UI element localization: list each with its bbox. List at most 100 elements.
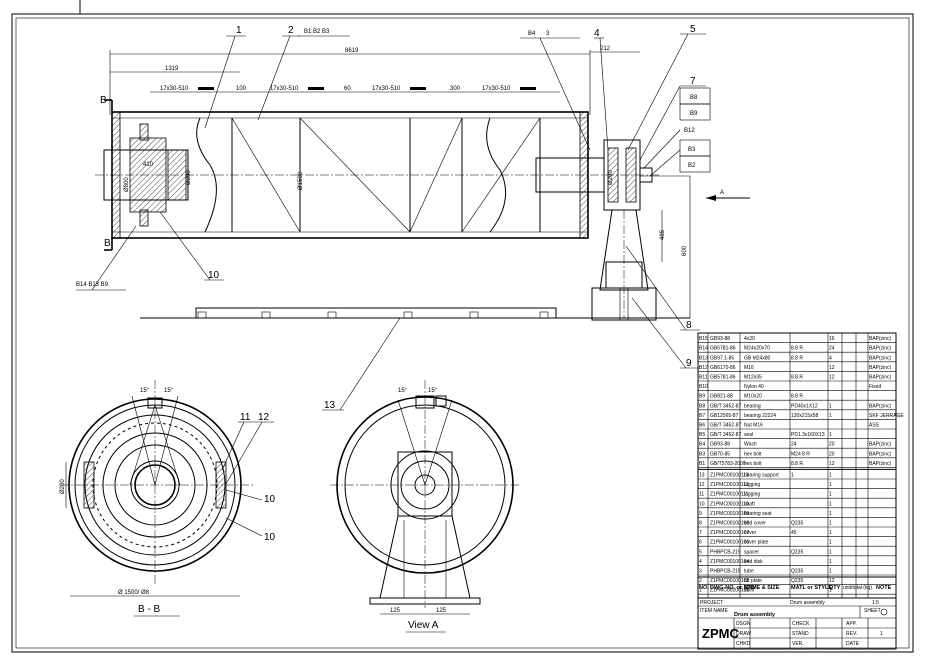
bom-part-cell: 1	[829, 482, 832, 488]
bom-part-cell: end disk	[744, 559, 763, 565]
bom-part-cell: 2	[699, 578, 702, 584]
bom-std-cell: hex bolt	[744, 461, 762, 467]
bom-std-cell: 4x20	[744, 336, 755, 342]
bom-header-no: NO.	[699, 585, 709, 591]
dim-left: 1319	[165, 66, 179, 72]
bom-std-cell: B13	[699, 355, 708, 361]
tb-check: CHKD	[736, 641, 751, 647]
bom-part-cell: Z1PMC00100102	[710, 578, 749, 584]
bom-part-cell: Z1PMC00100104	[710, 559, 749, 565]
bom-std-cell: B7	[699, 413, 705, 419]
bom-std-cell: PD1.3x160X13	[791, 432, 825, 438]
bom-part-cell: 1	[829, 549, 832, 555]
tb-draw: DRAW	[736, 631, 751, 637]
dim-ang1: 15°	[140, 388, 150, 394]
tb-date-label: DATE	[846, 641, 860, 647]
bom-std-cell: Nut M16	[744, 423, 763, 429]
bom-part-cell: spacer	[744, 549, 759, 555]
bom-std-cell: GB/T 3452-87	[710, 432, 742, 438]
bom-std-cell: BAP(zinc)	[869, 336, 892, 342]
callout-9: 9	[686, 358, 692, 369]
bom-part-cell: Z1PMC00100107	[710, 530, 749, 536]
bom-header-note: NOTE	[876, 585, 892, 591]
bom-std-cell: GB M24x80	[744, 355, 771, 361]
callout-10: 10	[208, 270, 220, 281]
bom-part-cell: shaft	[744, 501, 755, 507]
callout-1: 1	[236, 25, 242, 36]
bom-std-cell: BAP(zinc)	[869, 346, 892, 352]
bom-std-cell: PD40x1X12	[791, 403, 818, 409]
bom-part-cell: Z1PMC00100109	[710, 511, 749, 517]
dim-bb-circle: Ø 1500/ Ø8	[118, 590, 150, 596]
bom-part-cell: PHBPCB-215	[710, 549, 741, 555]
bom-part-cell: 1	[829, 511, 832, 517]
bom-std-cell: GB12565-87	[710, 413, 739, 419]
bom-part-cell: 12	[699, 482, 705, 488]
bom-std-cell: BAP(zinc)	[869, 365, 892, 371]
bom-part-cell: 4	[699, 559, 702, 565]
dim-v1: 485	[660, 229, 666, 240]
sheet-border	[11, 0, 914, 653]
bom-part-cell: Z1PMC00100101	[710, 588, 749, 594]
bom-std-cell: GB/T 3452-87	[710, 423, 742, 429]
bom-part-cell: 11	[699, 492, 704, 498]
tb-appr: APP.	[846, 621, 857, 627]
bom-std-cell: 16	[829, 336, 835, 342]
bom-std-cell: Fixed	[869, 384, 881, 390]
tb-sheet-label: SHEET	[864, 608, 881, 614]
bom-part-cell: 1	[829, 540, 832, 546]
bom-std-cell: GB/T 3452-87	[710, 403, 742, 409]
bom-std-cell: GB5781-86	[710, 346, 736, 352]
bom-std-cell: GB821-88	[710, 394, 733, 400]
bom-part-cell: Q235	[791, 549, 803, 555]
bom-std-cell: 8.8 R	[791, 461, 803, 467]
callout-8: 8	[686, 320, 692, 331]
bom-part-cell: 8	[699, 521, 702, 527]
tb-item-name-2: Drum assembly	[790, 600, 825, 606]
bom-header-matl: MATL or STYLE	[791, 585, 832, 591]
callout-12: 12	[258, 412, 270, 423]
bom-part-cell: 10	[699, 501, 705, 507]
bom-std-cell: B15	[699, 336, 708, 342]
dim-va-w2: 125	[436, 608, 447, 614]
bom-part-cell: cover plate	[744, 540, 769, 546]
bom-std-cell: 120x215x58	[791, 413, 818, 419]
dim-hub-dia: Ø200	[186, 170, 192, 185]
bom-part-cell: Q235	[791, 521, 803, 527]
bom-std-cell: bearing 22224	[744, 413, 776, 419]
callout-2: 2	[288, 25, 294, 36]
tb-check2: CHECK	[792, 621, 810, 627]
bom-part-cell: 1	[699, 588, 702, 594]
bom-part-cell: lagging	[744, 482, 760, 488]
bom-std-cell: hex bolt	[744, 451, 762, 457]
bom-std-cell: 20	[829, 451, 835, 457]
bom-std-cell: 12	[829, 375, 835, 381]
bom-std-cell: 24	[791, 442, 797, 448]
dim-100: 100	[236, 86, 247, 92]
bom-part-cell: 1	[829, 492, 832, 498]
bom-std-cell: M16	[744, 365, 754, 371]
dim-hub-410: 410	[143, 162, 154, 168]
company-logo: ZPMC	[702, 626, 739, 641]
tb-item-label: ITEM NAME	[700, 608, 728, 614]
dim-height: 600	[682, 245, 688, 256]
tb-version: VER.	[792, 641, 804, 647]
callout-b14-b13-b9: B14 B13 B9	[76, 282, 109, 288]
bom-std-cell: 8.8 R	[791, 394, 803, 400]
bom-part-cell: end cover	[744, 521, 766, 527]
callout-b2-box: B2	[688, 163, 696, 169]
callout-b3-box: B3	[688, 147, 696, 153]
bom-std-cell: 20	[829, 442, 835, 448]
bom-part-cell: Z1PMC00100112	[710, 482, 749, 488]
dim-seg3: 17x30-510	[372, 86, 401, 92]
bom-std-cell: B1	[699, 461, 705, 467]
bom-std-cell: BAP(zinc)	[869, 403, 892, 409]
bom-std-cell: B12	[699, 365, 708, 371]
bom-std-cell: GB97.1-85	[710, 355, 734, 361]
callout-b12: B12	[684, 128, 695, 134]
bom-part-cell: 1	[829, 501, 832, 507]
bom-part-cell: 1	[791, 473, 794, 479]
bom-std-cell: Nylon 40	[744, 384, 764, 390]
